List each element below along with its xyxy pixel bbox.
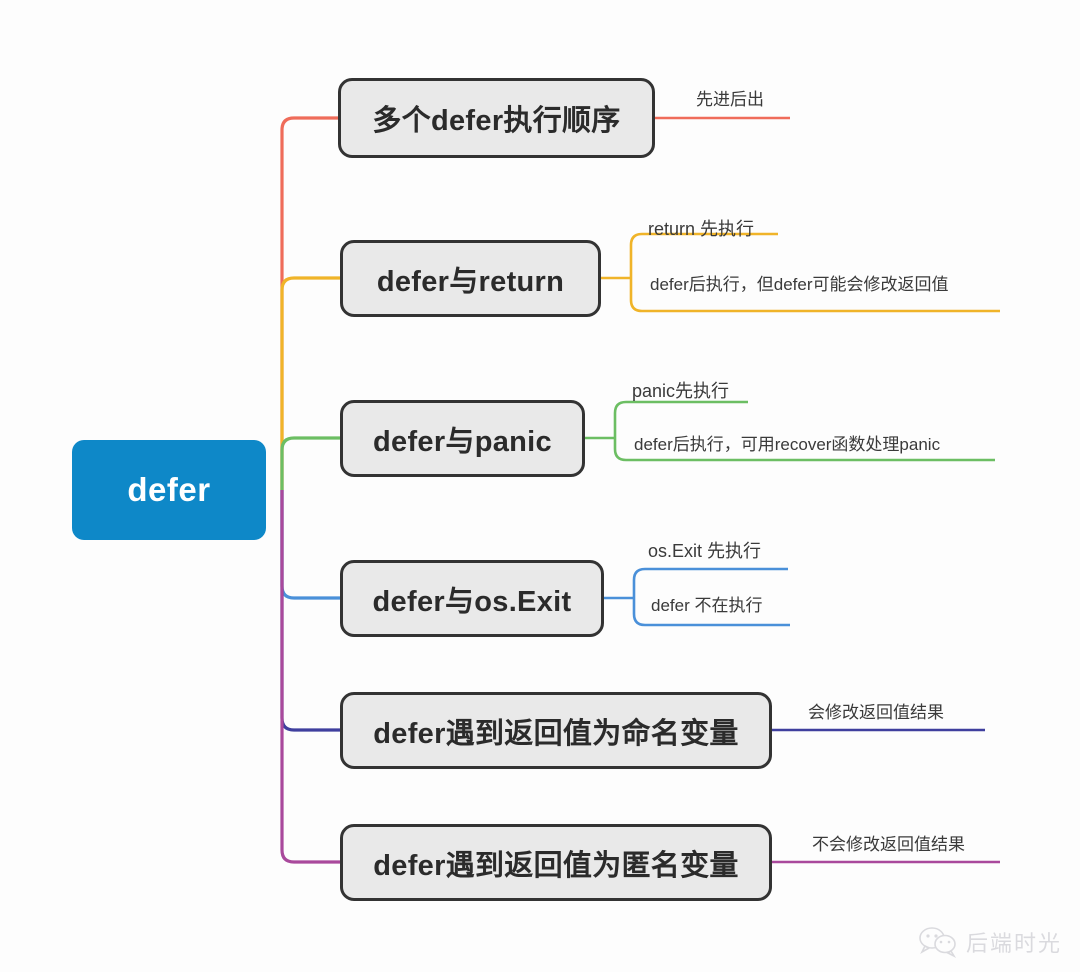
branch-node-3[interactable]: defer与panic bbox=[340, 400, 585, 477]
connector-branch-3 bbox=[280, 436, 340, 490]
root-node-label: defer bbox=[127, 471, 211, 508]
branch-node-6-label: defer遇到返回值为匿名变量 bbox=[373, 849, 739, 882]
branch-node-4[interactable]: defer与os.Exit bbox=[340, 560, 604, 637]
connector-branch-4 bbox=[280, 490, 340, 600]
watermark: 后端时光 bbox=[918, 926, 1062, 958]
note-4-1: os.Exit 先执行 bbox=[648, 541, 762, 561]
connector-branch-6 bbox=[280, 490, 340, 864]
note-2-2: defer后执行，但defer可能会修改返回值 bbox=[650, 275, 949, 294]
branch-node-1[interactable]: 多个defer执行顺序 bbox=[338, 78, 655, 158]
note-2-1: return 先执行 bbox=[648, 219, 755, 239]
note-4-2: defer 不在执行 bbox=[651, 596, 763, 615]
note-6-1: 不会修改返回值结果 bbox=[812, 835, 965, 854]
branch-node-5[interactable]: defer遇到返回值为命名变量 bbox=[340, 692, 772, 769]
branch-node-1-label: 多个defer执行顺序 bbox=[372, 105, 621, 137]
branch-node-5-label: defer遇到返回值为命名变量 bbox=[373, 717, 739, 750]
branch-node-4-label: defer与os.Exit bbox=[372, 585, 572, 618]
connector-branch-5 bbox=[280, 490, 340, 732]
branch-node-6[interactable]: defer遇到返回值为匿名变量 bbox=[340, 824, 772, 901]
branch-node-2[interactable]: defer与return bbox=[340, 240, 601, 317]
note-3-2: defer后执行，可用recover函数处理panic bbox=[634, 435, 941, 454]
note-5-1: 会修改返回值结果 bbox=[808, 703, 944, 722]
connector-branch-1 bbox=[280, 116, 338, 490]
root-node[interactable]: defer bbox=[72, 440, 266, 540]
note-3-1: panic先执行 bbox=[632, 381, 730, 401]
branch-node-2-label: defer与return bbox=[376, 265, 565, 298]
connector-branch-2 bbox=[280, 276, 340, 490]
note-1-1: 先进后出 bbox=[696, 90, 764, 109]
watermark-text: 后端时光 bbox=[965, 931, 1062, 956]
wechat-icon bbox=[919, 927, 957, 958]
branch-node-3-label: defer与panic bbox=[373, 425, 552, 458]
